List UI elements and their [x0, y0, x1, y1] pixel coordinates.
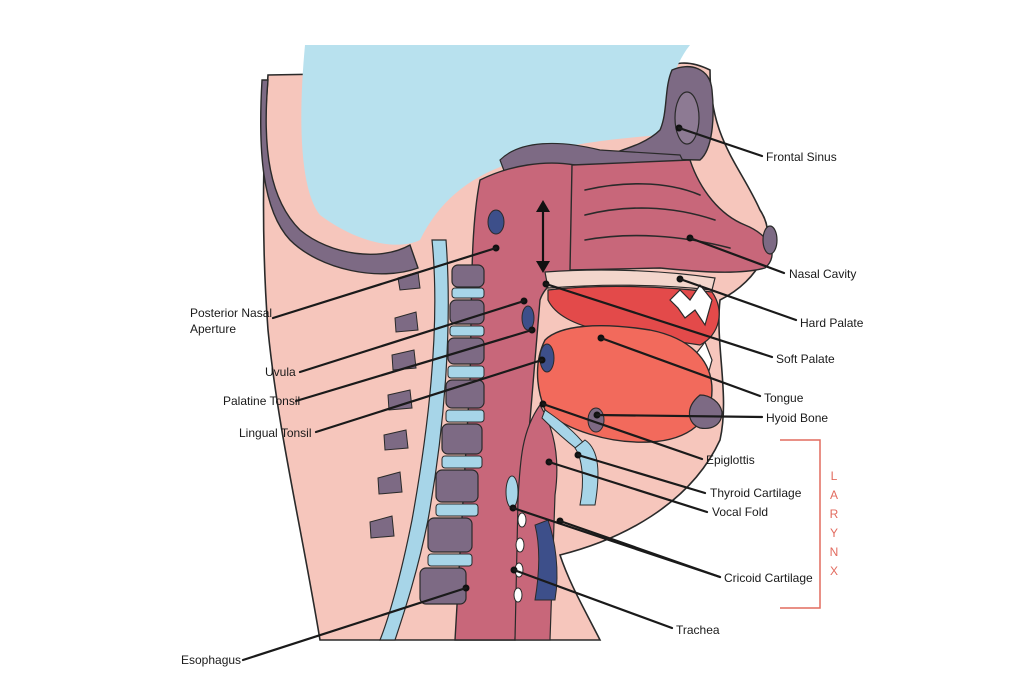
label-lingual-tonsil: Lingual Tonsil — [239, 426, 312, 440]
spinal-canal — [379, 239, 449, 641]
label-thyroid-cartilage: Thyroid Cartilage — [710, 486, 802, 500]
cricoid-rings — [513, 512, 527, 603]
frontal-sinus-cavity — [674, 91, 700, 145]
label-hyoid-bone: Hyoid Bone — [766, 411, 828, 425]
cranial-area — [301, 45, 690, 245]
esophagus-lumen — [505, 475, 519, 509]
larynx-letter: Y — [830, 526, 838, 540]
upper-teeth — [669, 283, 713, 327]
hard-palate-shape — [544, 269, 716, 291]
adenoid-shape — [487, 209, 505, 235]
larynx-letter: L — [831, 469, 838, 483]
leaders-right — [509, 124, 798, 630]
nostril — [762, 225, 778, 255]
larynx-letters: L A R Y N X — [830, 469, 839, 578]
spine-discs — [427, 287, 485, 567]
occipital-bone — [259, 79, 419, 275]
leaders-left — [241, 244, 546, 662]
label-hard-palate: Hard Palate — [800, 316, 864, 330]
label-posterior-nasal-aperture-line1: Posterior Nasal — [190, 306, 272, 320]
larynx-letter: N — [830, 545, 839, 559]
label-cricoid-cartilage: Cricoid Cartilage — [724, 571, 813, 585]
spinous-processes — [369, 271, 421, 539]
label-tongue: Tongue — [764, 391, 804, 405]
vertebrae — [419, 264, 485, 605]
label-nasal-cavity: Nasal Cavity — [789, 267, 856, 281]
label-esophagus: Esophagus — [181, 653, 241, 667]
label-trachea: Trachea — [676, 623, 720, 637]
palatine-tonsil-shape — [521, 305, 535, 331]
label-uvula: Uvula — [265, 365, 296, 379]
label-palatine-tonsil: Palatine Tonsil — [223, 394, 300, 408]
label-vocal-fold: Vocal Fold — [712, 505, 768, 519]
label-soft-palate: Soft Palate — [776, 352, 835, 366]
aperture-arrow — [536, 200, 550, 273]
label-posterior-nasal-aperture-line2: Aperture — [190, 322, 236, 336]
larynx-letter: X — [830, 564, 838, 578]
label-frontal-sinus: Frontal Sinus — [766, 150, 837, 164]
larynx-bracket — [780, 439, 821, 609]
label-epiglottis: Epiglottis — [706, 453, 755, 467]
mandible — [688, 394, 723, 430]
larynx-letter: R — [830, 507, 839, 521]
larynx-letter: A — [830, 488, 838, 502]
